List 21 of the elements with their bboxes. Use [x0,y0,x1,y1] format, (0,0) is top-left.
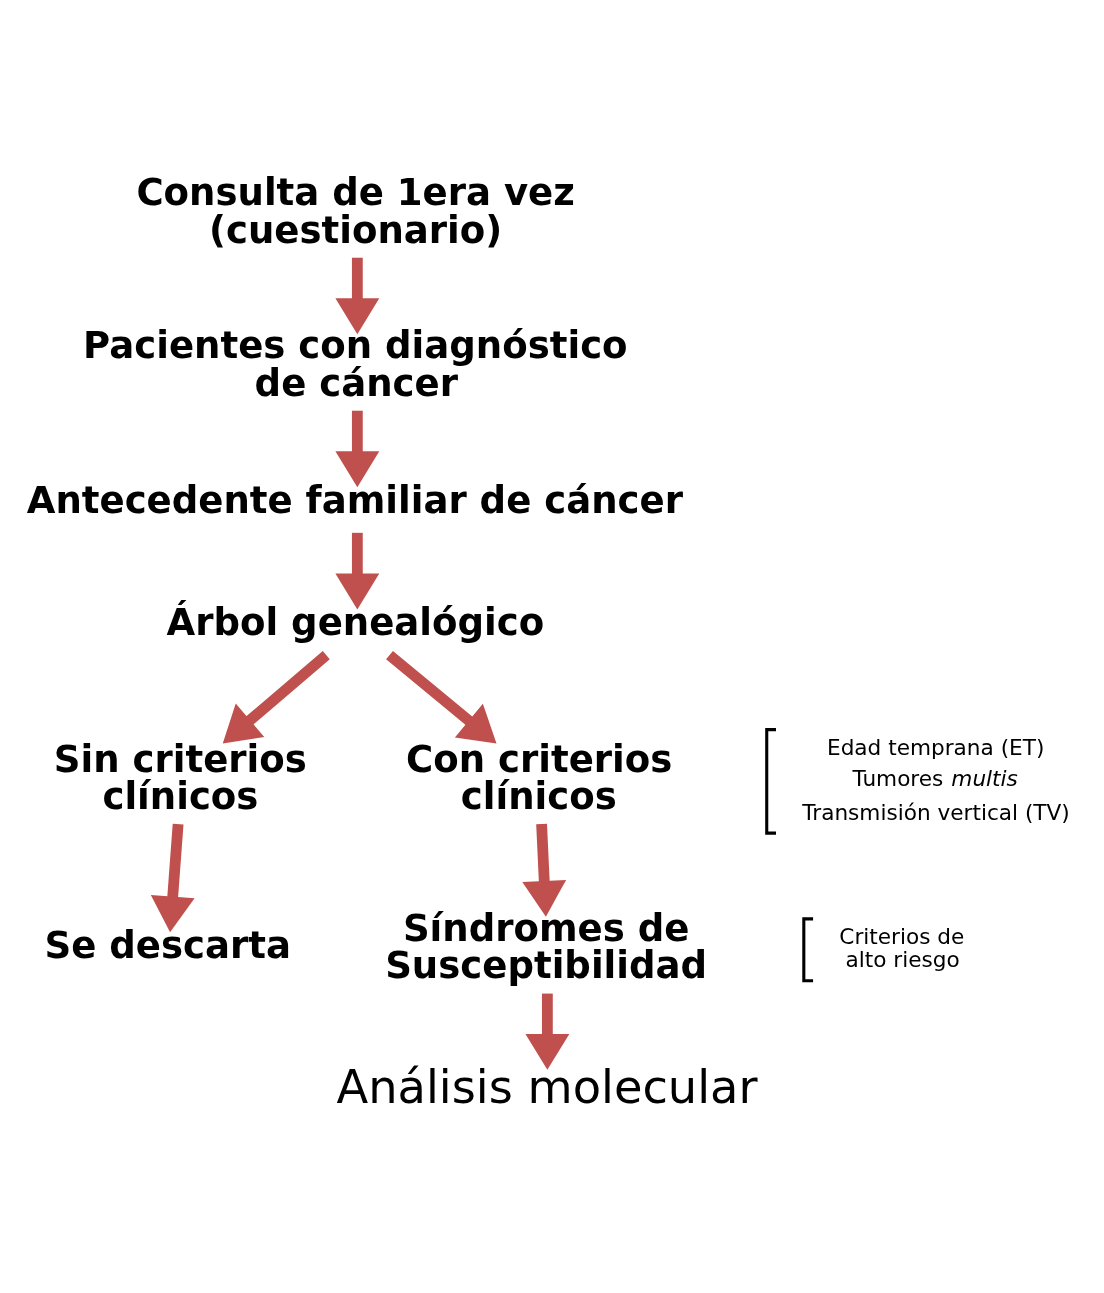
node-text: Sin criterios clínicos [53,737,307,818]
node-text: Árbol genealógico [166,600,545,644]
node-text: Consulta de 1era vez (cuestionario) [136,170,575,252]
label: Criterios de alto riesgo [839,923,965,972]
node-text: Análisis molecular [336,1059,758,1114]
node-text: Pacientes con diagnóstico de cáncer [83,323,628,404]
arrow [335,410,380,487]
node-text: Con criterios clínicos [406,737,673,818]
node-text: Antecedente familiar de cáncer [26,478,683,522]
arrow [386,650,497,743]
arrow [222,650,330,744]
node-text: Se descarta [44,923,291,967]
arrow [150,823,195,932]
arrow [335,532,380,609]
node-text: Síndromes de Susceptibilidad [385,906,708,987]
arrow [522,823,567,917]
arrow [525,993,570,1070]
label: Edad temprana (ET) [826,734,1045,760]
label: Transmisión vertical (TV) [802,799,1070,825]
label: Tumores multis [852,765,1018,791]
arrow [335,257,380,334]
